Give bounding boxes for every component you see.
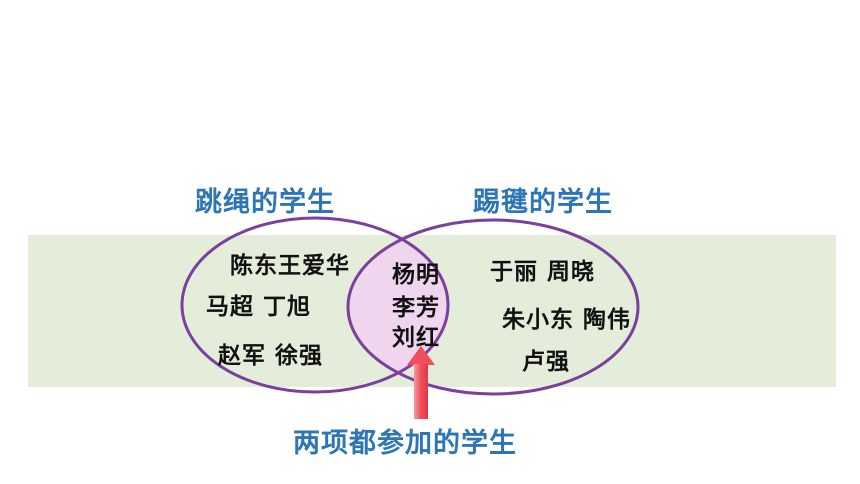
- left-set-name-2: 马超 丁旭: [206, 294, 312, 320]
- up-arrow: [407, 346, 435, 419]
- right-set-name-1: 于丽 周晓: [490, 259, 596, 285]
- intersection-name-1: 杨明: [392, 262, 440, 288]
- right-set-name-3: 卢强: [522, 349, 570, 375]
- left-set-name-1: 陈东王爱华: [230, 253, 350, 279]
- right-set-title: 踢毽的学生: [473, 187, 613, 218]
- left-set-title: 跳绳的学生: [195, 187, 335, 218]
- right-set-circle: [346, 218, 640, 396]
- right-set-name-2: 朱小东 陶伟: [502, 307, 632, 333]
- intersection-label: 两项都参加的学生: [293, 428, 517, 459]
- intersection-name-3: 刘红: [392, 325, 440, 351]
- left-set-circle: [180, 216, 450, 394]
- intersection-name-2: 李芳: [392, 295, 440, 321]
- left-set-name-3: 赵军 徐强: [218, 343, 324, 369]
